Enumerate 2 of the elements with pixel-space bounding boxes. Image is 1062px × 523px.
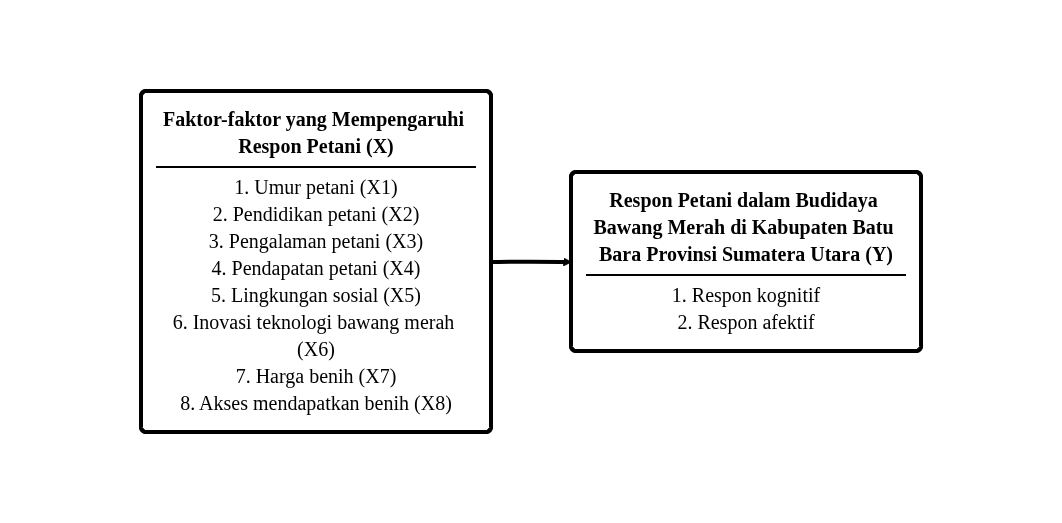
node-text: Respon Petani dalam Budidaya Bawang Merah di Kabupaten Batu Bara Provinsi Sumatera Utara (Y) 1. Respon kognitif 2. Respon afektif: [593, 189, 894, 333]
node-text: Faktor-faktor yang Mempengaruhi Respon Petani (X) 1. Umur petani (X1) 2. Pendidikan petani (X2) 3. Pengalaman petani (X3) 4. Pendapatan petani (X4) 5. Lingkungan sosial (X5) 6. Inovasi teknologi bawang merah (X6) 7. Harga benih (X7) 8. Akses mendapatkan benih (X8): [162, 108, 465, 414]
